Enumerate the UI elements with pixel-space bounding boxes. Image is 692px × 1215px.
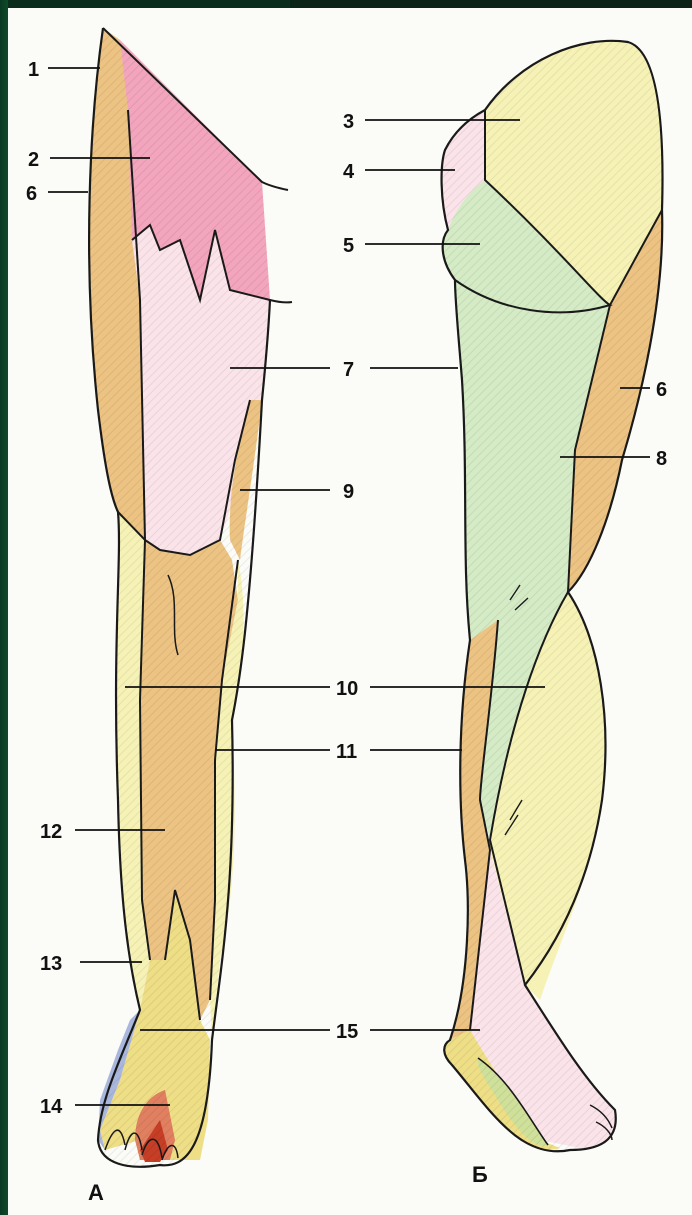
- view-a-anterior-leg: [89, 28, 292, 1167]
- label-13: 13: [40, 953, 62, 975]
- view-b-posterior-leg: [442, 41, 663, 1151]
- label-5: 5: [343, 235, 354, 257]
- label-11: 11: [336, 741, 357, 763]
- label-15: 15: [336, 1021, 358, 1043]
- label-6-anterior: 6: [26, 183, 37, 205]
- label-10: 10: [336, 678, 358, 700]
- label-4: 4: [343, 161, 355, 183]
- hatch-view-a: [89, 28, 270, 1167]
- label-view-a: А: [88, 1180, 104, 1205]
- label-6-posterior: 6: [656, 379, 667, 401]
- label-7: 7: [343, 359, 354, 381]
- label-3: 3: [343, 111, 354, 133]
- label-9: 9: [343, 481, 354, 503]
- label-1: 1: [28, 59, 39, 81]
- label-2: 2: [28, 149, 39, 171]
- label-8: 8: [656, 448, 667, 470]
- label-14: 14: [40, 1096, 63, 1118]
- label-12: 12: [40, 821, 62, 843]
- label-view-b: Б: [472, 1162, 488, 1187]
- hatch-view-b: [442, 41, 663, 1151]
